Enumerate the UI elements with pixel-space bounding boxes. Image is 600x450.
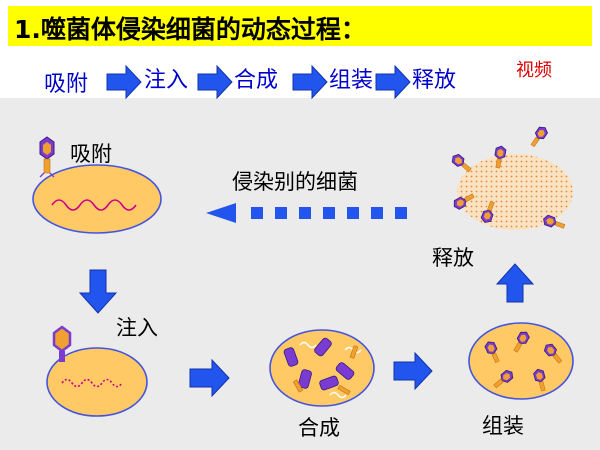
flow-arrow-2 — [197, 64, 233, 100]
step-assemble: 组装 — [329, 68, 374, 93]
bacterium-inject — [46, 347, 148, 417]
arrow-up — [495, 263, 535, 303]
step-adsorb: 吸附 — [44, 72, 89, 97]
page-title: 1.噬菌体侵染细菌的动态过程： — [14, 15, 366, 44]
phage-injecting-icon — [52, 325, 72, 362]
label-reinfect: 侵染别的细菌 — [232, 170, 358, 194]
flow-arrow-4 — [375, 64, 411, 100]
label-adsorb: 吸附 — [70, 142, 112, 166]
label-release: 释放 — [432, 246, 474, 270]
label-assemble: 组装 — [482, 414, 524, 438]
label-inject: 注入 — [116, 316, 158, 340]
label-synthesize: 合成 — [298, 416, 340, 440]
bacterium-release — [457, 154, 573, 230]
arrow-right-2 — [393, 351, 433, 391]
step-inject: 注入 — [144, 68, 189, 93]
bacterium-adsorb — [32, 164, 162, 234]
video-link[interactable]: 视频 — [516, 60, 552, 81]
step-synthesize: 合成 — [234, 68, 279, 93]
arrow-down — [78, 269, 118, 314]
capsids-synthesize — [283, 337, 355, 391]
flow-arrow-1 — [106, 64, 142, 100]
phage-adsorbing-icon — [39, 136, 55, 178]
flow-arrow-3 — [292, 64, 328, 100]
tails-synthesize — [292, 345, 359, 396]
bacterium-assemble — [468, 322, 574, 400]
step-release: 释放 — [412, 68, 457, 93]
title-bar — [8, 6, 592, 46]
arrow-right-1 — [189, 358, 230, 398]
reinfect-arrow — [206, 203, 407, 223]
